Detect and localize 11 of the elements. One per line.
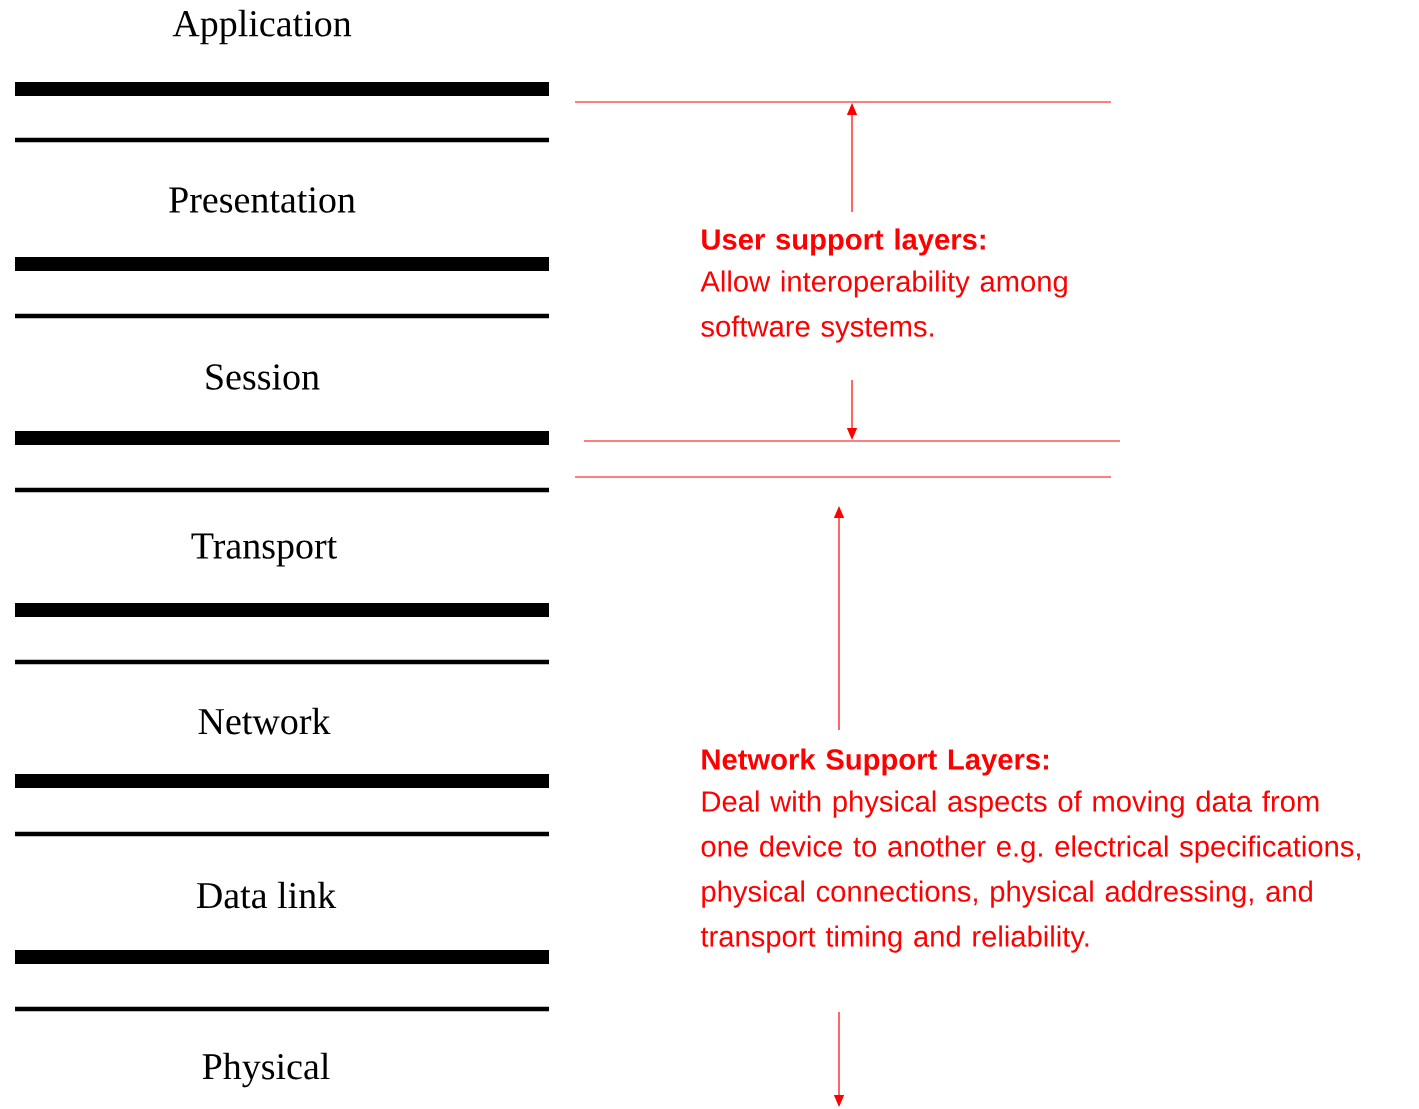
section-heading: User support layers: (702, 228, 985, 256)
layer-name: Transport (191, 533, 337, 567)
layer-name: Physical (202, 1052, 330, 1088)
layer-name: Data link (196, 881, 337, 909)
description-text: Deal with physical aspects of moving data from one device to another e.g. electrical specifications, physical connections, physical addressing, and transport timing and reliability. (700, 790, 1360, 953)
description-text: Allow interoperability among software systems. (700, 270, 1067, 343)
layer-name: Session (206, 364, 320, 390)
layer-name: Application (172, 9, 352, 45)
section-heading: Network Support Layers: (702, 748, 1048, 776)
layer-name: Network (198, 707, 331, 735)
layer-name: Presentation (169, 187, 356, 213)
